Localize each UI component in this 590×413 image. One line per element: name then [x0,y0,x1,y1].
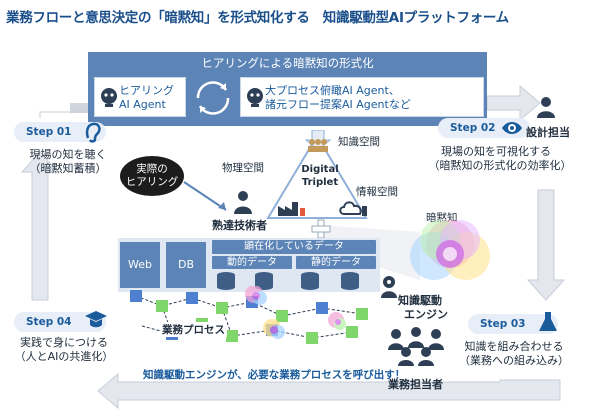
static-data-tag: 静的データ [296,256,376,269]
step4-badge-label: Step 04 [26,316,72,328]
flask-icon [539,312,557,331]
step3-badge: Step 03 [468,314,558,334]
web-box: Web [120,242,160,288]
business-staff-label: 業務担当者 [388,378,443,391]
expert-label: 熟達技術者 [212,219,267,232]
db-box: DB [166,242,206,288]
thinking-person-icon [381,276,397,298]
step3-desc-1: 知識を組み合わせる [464,340,564,353]
physical-space-label: 物理空間 [222,162,264,174]
factory-icon [278,202,305,216]
step2-desc-1: 現場の知を可視化する [441,145,551,158]
step1-desc-2: （暗黙知蓄積） [29,162,107,175]
process-network [130,286,368,344]
step4-desc-2: （人とAIの共進化） [14,350,114,363]
hearing-agent-label-1: ヒアリング [119,84,174,97]
database-icon [217,272,359,290]
staff-group-icon [388,327,444,366]
robot-icon [247,88,263,107]
process-agents-label-1: 大プロセス俯瞰AI Agent、 [265,84,400,97]
step1-desc-1: 現場の知を聴く [29,148,107,161]
person-icon [234,191,252,214]
robot-icon [101,88,117,107]
bubble-line-2: ヒアリング [125,176,179,188]
step3-badge-label: Step 03 [480,318,526,330]
process-agents-box: 大プロセス俯瞰AI Agent、 諸元フロー提案AI Agentなど [240,77,484,117]
designer-role: 設計担当 [526,126,570,139]
eye-icon [502,122,522,134]
digital-triplet-label-1: Digital [301,164,339,175]
actual-hearing-bubble: 実際の ヒアリング [120,156,184,196]
step2-desc-2: （暗黙知の形式化の効率化） [428,159,572,172]
page-title: 業務フローと意思決定の「暗黙知」を形式知化する 知識駆動型AIプラットフォーム [6,10,509,26]
cycle-icon [196,81,230,115]
step1-badge: Step 01 [14,122,106,142]
digital-triplet-label-2: Triplet [301,177,339,188]
arrow-expert-to-twin [183,181,227,211]
engine-label-2: エンジン [404,308,448,321]
step4-desc-1: 実践で身につける [20,336,108,349]
explicit-data-tag: 顕在化しているデータ [212,240,376,254]
engine-label-1: 知識駆動 [398,294,442,307]
arrow-to-step2 [486,84,541,122]
arrow-step3-to-step4 [97,372,561,410]
step3-desc-2: （業務への組み込み） [459,354,569,367]
knowledge-space-label: 知識空間 [338,136,380,148]
hearing-panel-title: ヒアリングによる暗黙知の形式化 [201,56,374,70]
dynamic-data-tag: 動的データ [212,256,292,269]
step2-badge-label: Step 02 [450,122,496,134]
ear-icon [85,122,101,143]
designer-person-icon [537,97,555,118]
arrow-step2-to-step3 [526,189,566,301]
knowledge-engine-graphic [410,220,490,280]
workers-icon [308,139,328,152]
info-space-label: 情報空間 [356,186,398,198]
cloud-icon [339,201,367,216]
arrow-step4-to-step1 [20,151,60,301]
step2-badge: Step 02 [438,118,530,138]
step1-badge-label: Step 01 [26,126,72,138]
graduation-cap-icon [85,311,107,328]
process-agents-label-2: 諸元フロー提案AI Agentなど [265,98,411,111]
step4-badge: Step 04 [14,312,106,332]
hearing-agent-box: ヒアリング AI Agent [94,77,186,117]
hearing-agent-label-2: AI Agent [119,98,166,111]
business-process-label: 業務プロセス [160,322,227,337]
bubble-line-1: 実際の [136,163,168,175]
bottom-caption: 知識駆動エンジンが、必要な業務プロセスを呼び出す！ [143,369,406,381]
plus-icon [311,219,331,239]
